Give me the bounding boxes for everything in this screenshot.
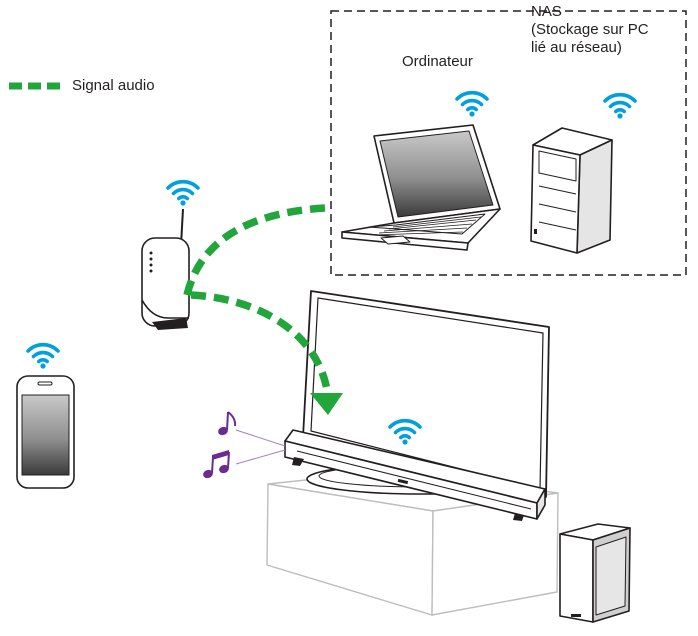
audio-signal-router-to-soundbar [190,291,331,391]
router-icon [141,208,190,330]
smartphone-icon [16,375,75,489]
laptop-icon [341,124,501,251]
audio-signal-computer-to-router [183,204,327,296]
music-note-icon [218,411,237,436]
nas-sublabel-line2: lié au réseau) [531,39,622,56]
nas-label: NAS [531,3,562,20]
audio-signal-arrowhead [310,393,343,415]
home-network-box [330,10,687,276]
wifi-icon [603,92,637,121]
wifi-icon [26,342,60,371]
legend-label: Signal audio [72,77,155,94]
nas-sublabel-line1: (Stockage sur PC [531,21,649,38]
nas-icon [530,127,613,254]
wifi-icon [166,179,200,208]
music-note-icon [203,450,230,479]
wifi-icon [455,90,489,119]
subwoofer-icon [559,523,631,623]
soundbar-icon [284,429,546,521]
computer-label: Ordinateur [402,53,473,70]
tv-icon [302,290,550,498]
sound-lines [235,429,286,465]
